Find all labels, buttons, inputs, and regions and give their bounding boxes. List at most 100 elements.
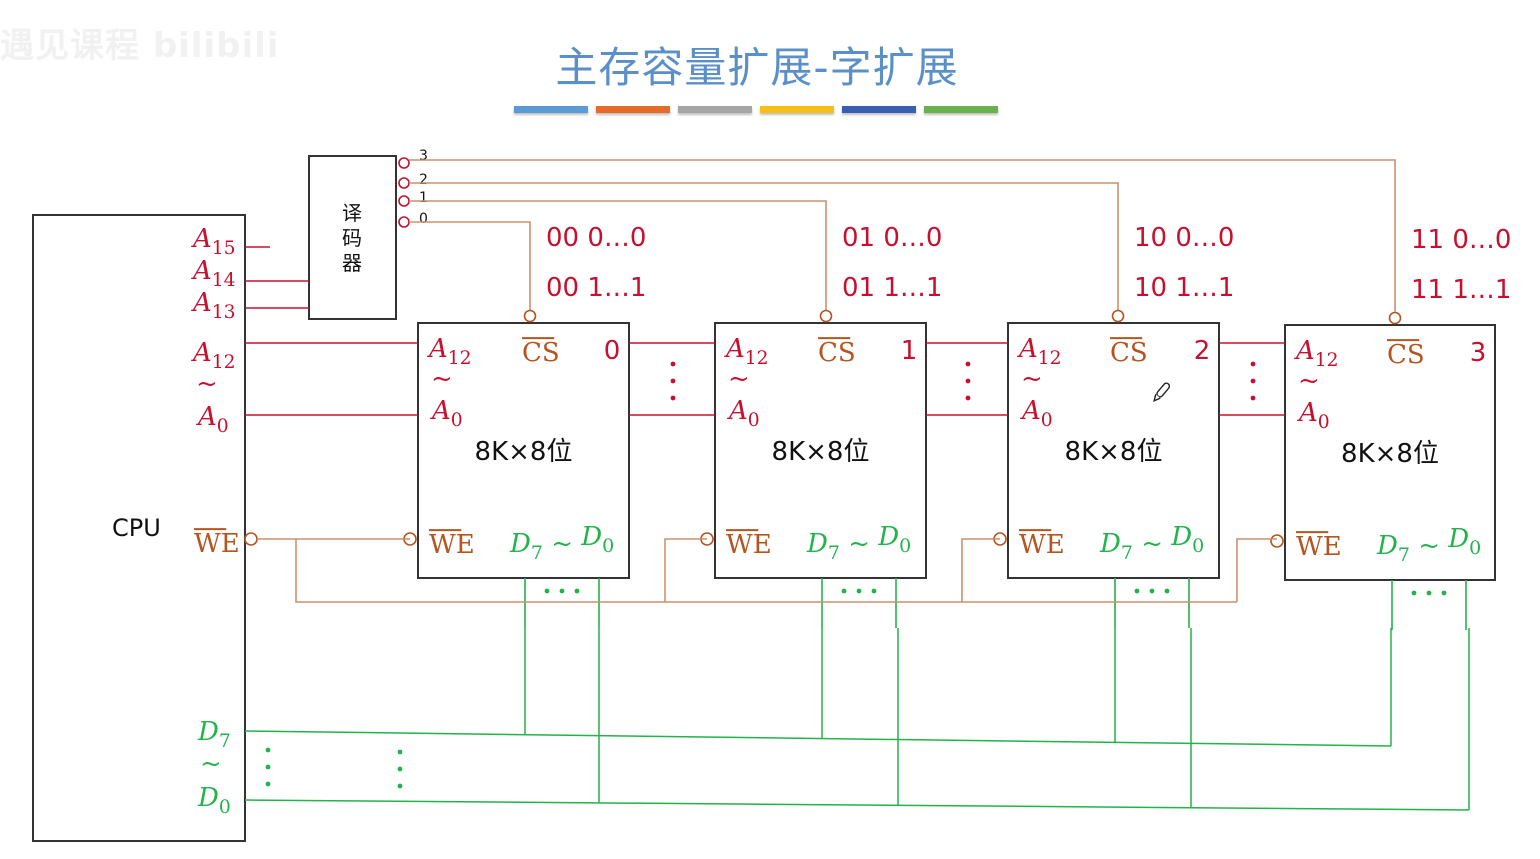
chip-address-start: 10 0…0 <box>1134 223 1234 253</box>
chip-pin-a12: A12 <box>427 334 472 369</box>
decoder-output-bubble <box>398 216 410 228</box>
chip-address-start: 01 0…0 <box>842 223 942 253</box>
chip-data-label-part: ~ <box>840 529 878 559</box>
cpu-pin-a12-sub: 12 <box>212 352 236 373</box>
address-bus-ellipsis <box>965 395 971 401</box>
cpu-pin-a0: A0 <box>196 402 229 437</box>
chip-pin-a0: A0 <box>1020 396 1053 431</box>
memory-chip-3 <box>1284 324 1496 581</box>
chip-pin-cs: CS <box>818 338 856 368</box>
chip-data-ellipsis <box>559 588 565 594</box>
decoder-label-char: 译 <box>342 201 362 225</box>
address-bus-ellipsis <box>670 395 676 401</box>
chip-address-start: 00 0…0 <box>546 223 646 253</box>
address-bus-ellipsis <box>670 378 676 384</box>
chip-data-ellipsis <box>1411 590 1417 596</box>
chip-address-start: 11 0…0 <box>1411 225 1511 255</box>
chip-data-ellipsis <box>1164 588 1170 594</box>
cpu-pin-d7-base: D <box>197 717 219 747</box>
chip-data-label-part: D <box>1099 529 1121 559</box>
chip-address-end: 00 1…1 <box>546 273 646 303</box>
cpu-pin-a14-sub: 14 <box>212 270 236 291</box>
chip-cs-bubble <box>1388 311 1402 325</box>
chip-data-label: D7 ~ D0 <box>806 522 911 564</box>
chip-data-label: D7 ~ D0 <box>1376 524 1481 566</box>
data-bus-ellipsis <box>397 749 403 755</box>
chip-data-label-part: 0 <box>899 535 911 557</box>
chip-pin-a0: A0 <box>430 396 463 431</box>
cpu-pin-d0-base: D <box>197 783 219 813</box>
cpu-pin-a13-sub: 13 <box>212 302 236 323</box>
decoder-output-label: 1 <box>419 190 428 206</box>
chip-data-ellipsis <box>856 588 862 594</box>
chip-we-bubble <box>1270 534 1284 548</box>
wire-cs-2 <box>409 182 1119 310</box>
chip-pin-a0-base: A <box>1020 396 1041 426</box>
pencil-icon <box>1153 382 1171 402</box>
cpu-pin-a0-base: A <box>196 402 217 432</box>
chip-data-ellipsis <box>574 588 580 594</box>
chip-pin-a12-base: A <box>1294 336 1315 366</box>
chip-capacity: 8K×8位 <box>1065 437 1163 467</box>
color-segment <box>924 106 998 113</box>
chip-data-label-part: 7 <box>1398 544 1410 566</box>
cpu-pin-tilde-data: ~ <box>200 749 222 779</box>
address-bus-ellipsis <box>965 361 971 367</box>
cpu-pin-d7: D7 <box>197 717 231 752</box>
chip-data-label-part: D <box>806 529 828 559</box>
cpu-pin-a0-sub: 0 <box>217 416 229 437</box>
address-bus-ellipsis <box>965 378 971 384</box>
wire-we-chip3 <box>1236 538 1277 602</box>
wire-we-bus <box>295 539 1237 603</box>
chip-pin-cs: CS <box>1387 340 1425 370</box>
chip-data-ellipsis <box>1426 590 1432 596</box>
cpu-pin-a14: A14 <box>191 256 236 291</box>
chip-pin-a12-base: A <box>1017 334 1038 364</box>
color-segment <box>596 106 670 113</box>
data-bus-ellipsis <box>265 764 271 770</box>
cpu-pin-a13: A13 <box>191 288 236 323</box>
wire-d0-bus <box>244 799 1470 811</box>
cpu-pin-a12-base: A <box>191 338 212 368</box>
decoder-label-char: 器 <box>342 251 362 275</box>
memory-chip-2 <box>1007 322 1220 579</box>
color-segment <box>514 106 588 113</box>
chip-index: 1 <box>901 336 918 366</box>
data-bus-ellipsis <box>265 781 271 787</box>
wire-d7-bus <box>244 730 1392 747</box>
wire-we-chip1 <box>664 538 707 602</box>
pencil-icon-tip <box>1153 394 1161 402</box>
chip-data-label-part: 7 <box>531 542 543 564</box>
chip-data-label-part: 0 <box>1469 537 1481 559</box>
chip-pin-a12-base: A <box>724 334 745 364</box>
chip-data-label: D7 ~ D0 <box>509 522 614 564</box>
chip-address-end: 10 1…1 <box>1134 273 1234 303</box>
chip-pin-a12: A12 <box>1294 336 1339 371</box>
chip-pin-we: WE <box>429 530 475 560</box>
address-bus-ellipsis <box>670 361 676 367</box>
chip-pin-we: WE <box>726 530 772 560</box>
color-segment <box>760 106 834 113</box>
chip-pin-tilde: ~ <box>431 364 453 394</box>
chip-index: 0 <box>604 336 621 366</box>
chip-pin-we: WE <box>1296 532 1342 562</box>
chip-pin-a12-base: A <box>427 334 448 364</box>
chip-pin-we: WE <box>1019 530 1065 560</box>
cpu-we-bubble <box>244 532 258 546</box>
chip-data-ellipsis <box>1441 590 1447 596</box>
memory-chip-0 <box>417 322 630 579</box>
decorative-color-bar <box>514 106 998 113</box>
chip-index: 3 <box>1470 338 1487 368</box>
chip-pin-a0-base: A <box>1297 398 1318 428</box>
chip-capacity: 8K×8位 <box>1341 439 1439 469</box>
decoder-output-label: 3 <box>419 148 428 164</box>
chip-data-label-part: D <box>877 522 899 552</box>
page-title: 主存容量扩展-字扩展 <box>0 34 1510 95</box>
title-text: 主存容量扩展-字扩展 <box>555 43 959 92</box>
decoder-output-label: 0 <box>419 211 428 227</box>
chip-pin-cs: CS <box>1110 338 1148 368</box>
decoder-label-char: 码 <box>342 226 362 250</box>
decoder-output-bubble <box>398 195 410 207</box>
chip-pin-a0-base: A <box>430 396 451 426</box>
